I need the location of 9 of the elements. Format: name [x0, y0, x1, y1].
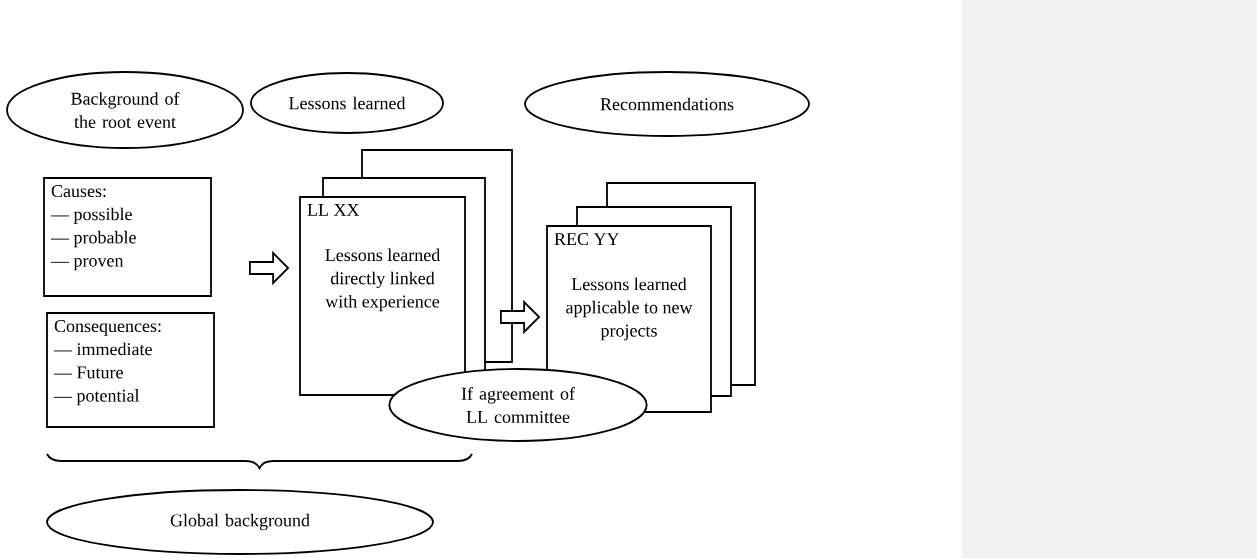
text-box: Consequences: — immediate — Future — potential: [46, 312, 215, 428]
block-arrow: [249, 250, 290, 286]
oval-label: Background of the root event: [6, 71, 244, 149]
block-arrow: [500, 299, 541, 335]
oval-label: Lessons learned: [250, 72, 444, 134]
oval-label: If agreement of LL committee: [388, 368, 648, 442]
oval-label: Global background: [46, 489, 434, 555]
text-box: Causes: — possible — probable — proven: [43, 177, 212, 297]
oval-label: Recommendations: [524, 71, 810, 137]
